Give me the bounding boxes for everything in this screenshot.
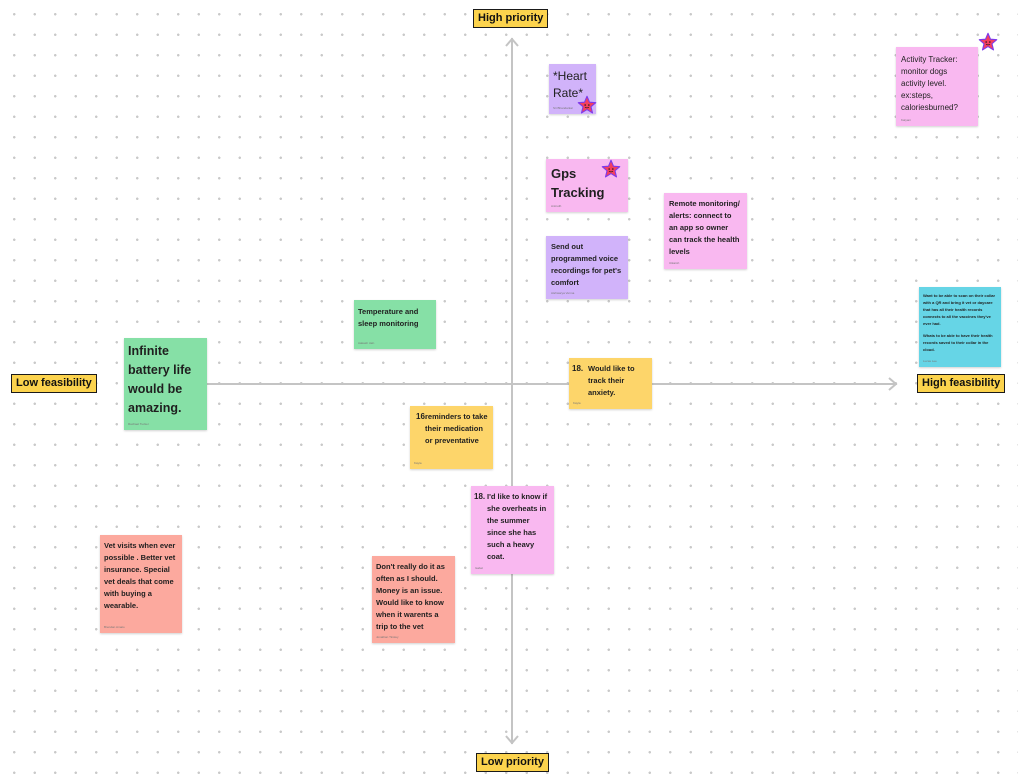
note-author: Sri Bhandarkar (553, 106, 574, 110)
sticky-note-remote-monitoring[interactable]: Remote monitoring/ alerts: connect to an… (664, 193, 747, 269)
star-sticker-icon[interactable] (577, 95, 597, 115)
note-text: Send out programmed voice recordings for… (551, 242, 622, 287)
note-author: Jonathan Tinsley (376, 635, 399, 639)
note-number: 18. (474, 492, 486, 501)
note-text-2: Whats to be able to have their health re… (923, 333, 993, 352)
note-text: Would like to track their anxiety. (588, 364, 635, 397)
note-author: Brendan Amato (104, 625, 125, 629)
axis-label-high-priority: High priority (473, 9, 549, 28)
sticky-note-vet-visits[interactable]: Vet visits when ever possible . Better v… (100, 535, 182, 633)
sticky-note-reminders[interactable]: 16. reminders to take their medication o… (410, 406, 493, 469)
sticky-note-overheating[interactable]: 18. I'd like to know if she overheats in… (471, 486, 554, 574)
note-text: Want to be able to scan on their collar … (923, 293, 996, 326)
note-author: Aishwarya Verma (551, 291, 575, 295)
note-number: 18. (572, 364, 584, 373)
arrow-down-icon (505, 735, 519, 745)
sticky-note-money-vet-trip[interactable]: Don't really do it as often as I should.… (372, 556, 455, 643)
note-number: 16. (416, 412, 428, 421)
note-author: Utkarsh (669, 261, 680, 265)
star-sticker-icon[interactable] (978, 32, 998, 52)
sticky-note-battery-life[interactable]: Infinite battery life would be amazing. … (124, 338, 207, 430)
sticky-note-voice-recordings[interactable]: Send out programmed voice recordings for… (546, 236, 628, 299)
star-sticker-icon[interactable] (601, 159, 621, 179)
note-author: Lucas Lee (923, 359, 937, 363)
note-text: Activity Tracker: monitor dogs activity … (901, 55, 958, 112)
note-author: Kayla (414, 461, 422, 465)
note-text: Infinite battery life would be amazing. (128, 344, 192, 415)
note-author: Kalyani (901, 118, 911, 122)
note-text: Don't really do it as often as I should.… (376, 562, 445, 631)
arrow-up-icon (505, 37, 519, 47)
sticky-note-anxiety[interactable]: 18. Would like to track their anxiety. K… (569, 358, 652, 409)
sticky-note-qr-health-records[interactable]: Want to be able to scan on their collar … (919, 287, 1001, 367)
arrow-right-icon (888, 377, 898, 391)
note-text: Gps Tracking (551, 166, 605, 200)
note-text: Vet visits when ever possible . Better v… (104, 541, 176, 610)
axis-label-high-feasibility: High feasibility (917, 374, 1006, 393)
note-text: reminders to take their medication or pr… (425, 412, 488, 445)
axis-label-low-feasibility: Low feasibility (11, 374, 97, 393)
note-author: Aakash Jain (358, 341, 375, 345)
note-text: I'd like to know if she overheats in the… (487, 492, 548, 561)
sticky-note-activity-tracker[interactable]: Activity Tracker: monitor dogs activity … (896, 47, 978, 126)
note-author: Rachael Tucker (128, 422, 149, 426)
axis-label-low-priority: Low priority (476, 753, 549, 772)
sticky-note-temperature-sleep[interactable]: Temperature and sleep monitoring Aakash … (354, 300, 436, 349)
note-author: Isabel (475, 566, 484, 570)
note-author: Anirudh (551, 204, 562, 208)
note-text: Temperature and sleep monitoring (358, 307, 419, 328)
note-text: *Heart Rate* (553, 69, 588, 100)
note-text: Remote monitoring/ alerts: connect to an… (669, 199, 740, 256)
note-author: Kayla (573, 401, 581, 405)
